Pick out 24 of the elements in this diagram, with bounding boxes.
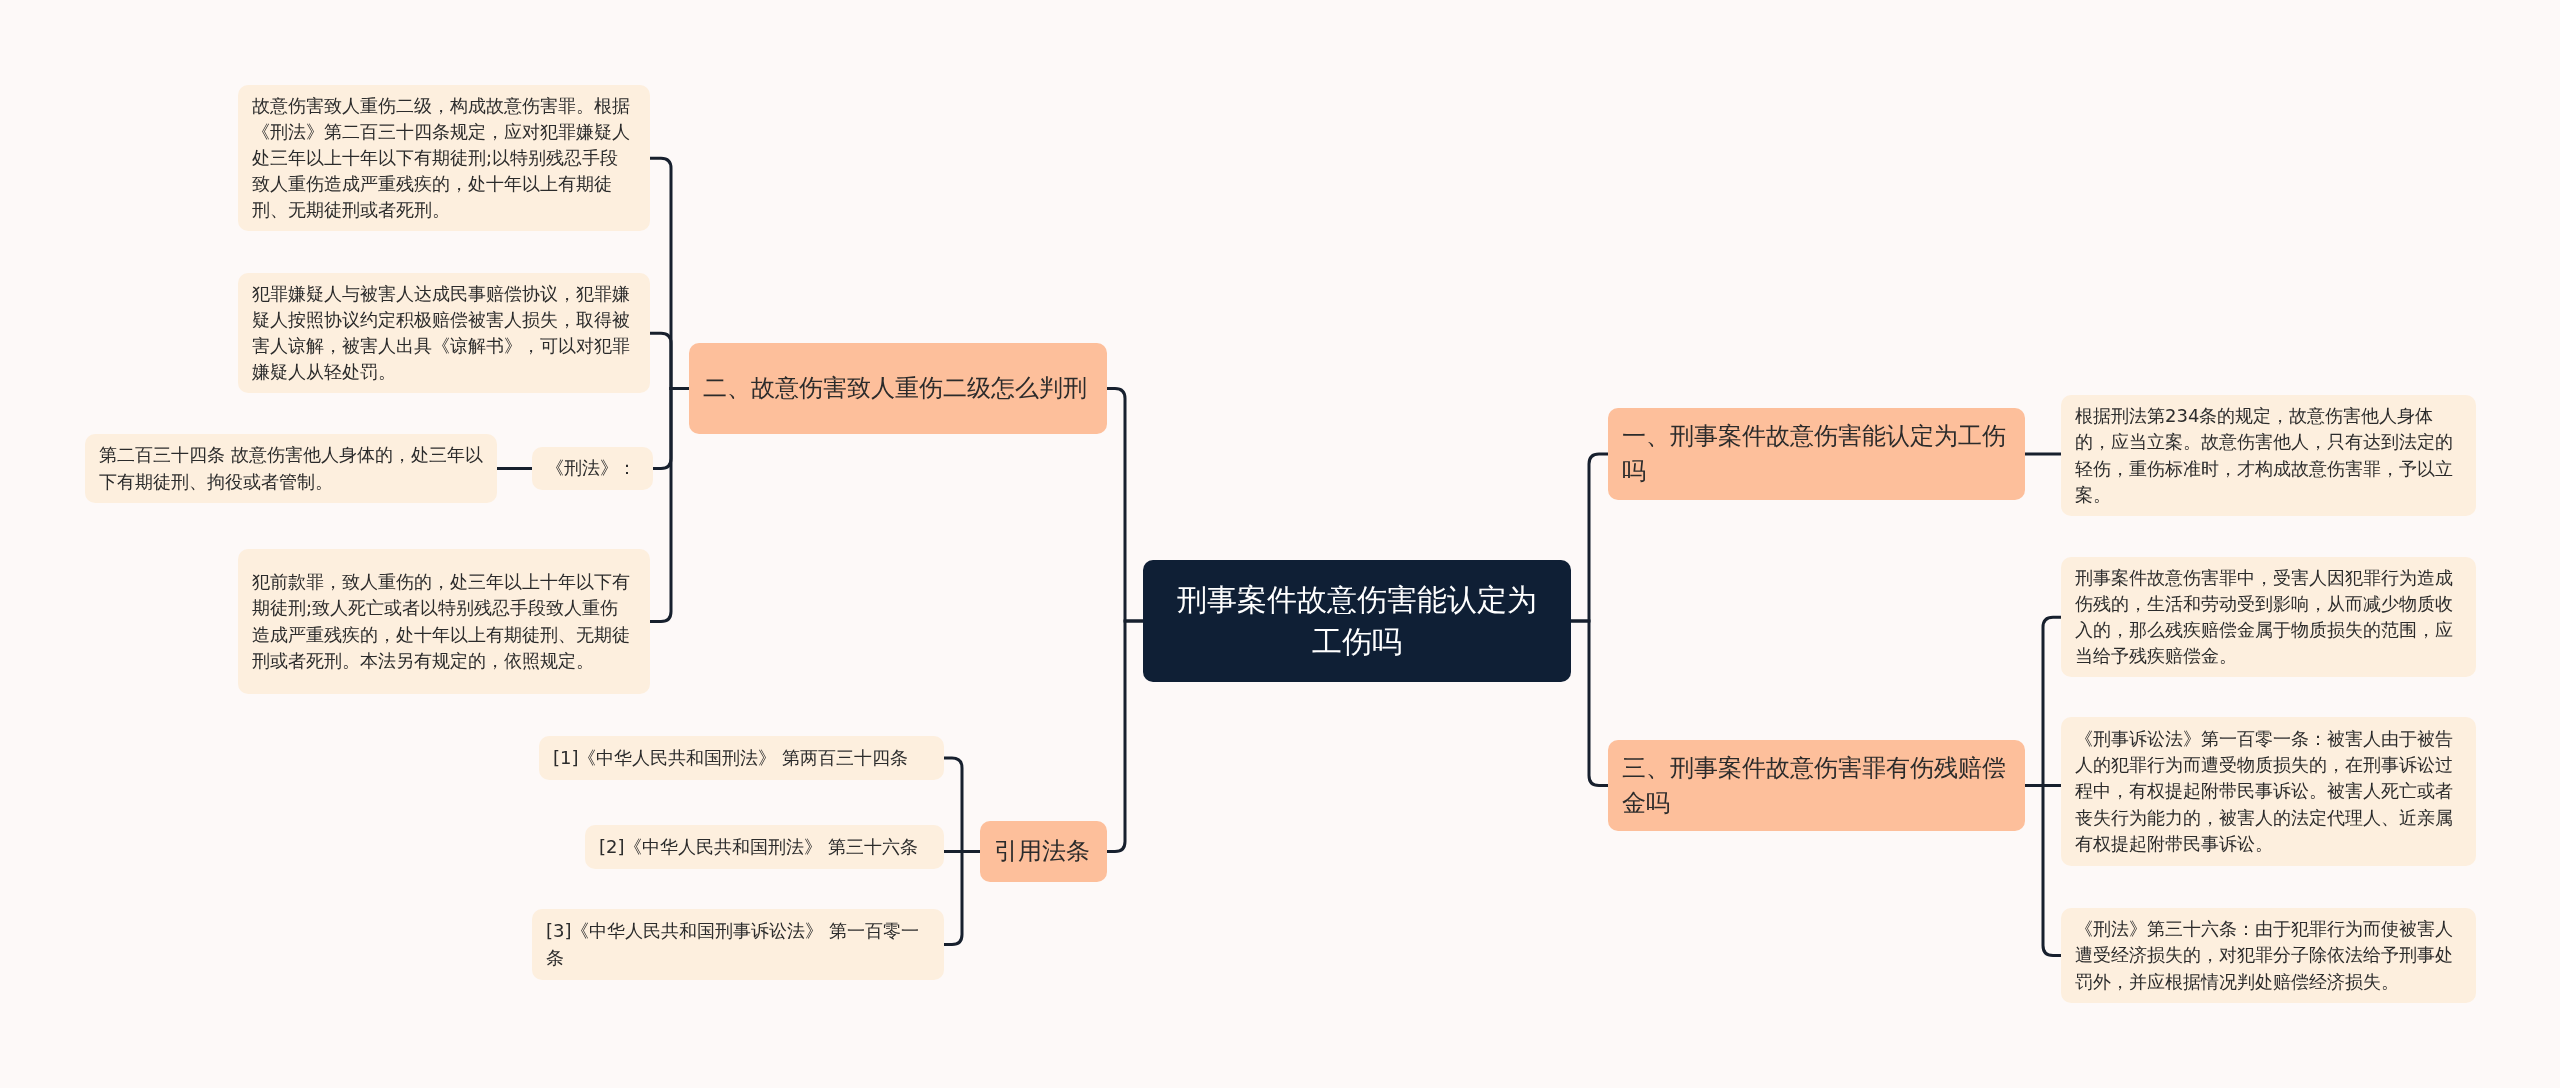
topic-box: 刑事案件故意伤害能认定为工伤吗 <box>1143 560 1571 682</box>
note-box: 犯前款罪，致人重伤的，处三年以上十年以下有期徒刑;致人死亡或者以特别残忍手段致人重伤造成严重残疾的，处十年以上有期徒刑、无期徒刑或者死刑。本法另有规定的，依照规定。 <box>238 549 650 694</box>
connector-line <box>2025 452 2061 456</box>
branch-box: 二、故意伤害致人重伤二级怎么判刑 <box>689 343 1107 434</box>
note-box: 《刑法》： <box>532 447 653 490</box>
note-box: [2]《中华人民共和国刑法》 第三十六条 <box>585 825 944 869</box>
connector-line <box>650 387 689 623</box>
connector-line <box>1107 619 1143 853</box>
branch-box: 三、刑事案件故意伤害罪有伤残赔偿金吗 <box>1608 740 2025 831</box>
connector-line <box>497 467 532 470</box>
note-box: [1]《中华人民共和国刑法》 第两百三十四条 <box>539 736 944 780</box>
note-box: 故意伤害致人重伤二级，构成故意伤害罪。根据《刑法》第二百三十四条规定，应对犯罪嫌疑人处三年以上十年以下有期徒刑;以特别残忍手段致人重伤造成严重残疾的，处十年以上有期徒刑、无期徒刑或者死刑。 <box>238 85 650 232</box>
branch-box: 一、刑事案件故意伤害能认定为工伤吗 <box>1608 408 2025 500</box>
note-box: 刑事案件故意伤害罪中，受害人因犯罪行为造成伤残的，生活和劳动受到影响，从而减少物质收入的，那么残疾赔偿金属于物质损失的范围，应当给予残疾赔偿金。 <box>2061 557 2476 678</box>
note-box: 根据刑法第234条的规定，故意伤害他人身体的，应当立案。故意伤害他人，只有达到法定的轻伤，重伤标准时，才构成故意伤害罪，予以立案。 <box>2061 395 2476 516</box>
note-box: 犯罪嫌疑人与被害人达成民事赔偿协议，犯罪嫌疑人按照协议约定积极赔偿被害人损失，取得被害人谅解，被害人出具《谅解书》，可以对犯罪嫌疑人从轻处罚。 <box>238 273 650 394</box>
connector-line <box>1571 619 1608 787</box>
note-box: 第二百三十四条 故意伤害他人身体的，处三年以下有期徒刑、拘役或者管制。 <box>85 434 497 503</box>
connector-line <box>944 850 980 946</box>
note-box: [3]《中华人民共和国刑事诉讼法》 第一百零一条 <box>532 909 944 980</box>
note-box: 《刑事诉讼法》第一百零一条：被害人由于被告人的犯罪行为而遭受物质损失的，在刑事诉讼过程中，有权提起附带民事诉讼。被害人死亡或者丧失行为能力的，被害人的法定代理人、近亲属有权提起附带民事诉讼。 <box>2061 717 2476 866</box>
note-box: 《刑法》第三十六条：由于犯罪行为而使被害人遭受经济损失的，对犯罪分子除依法给予刑事处罚外，并应根据情况判处赔偿经济损失。 <box>2061 908 2476 1003</box>
connector-line <box>2025 784 2061 957</box>
branch-box: 引用法条 <box>980 821 1107 882</box>
